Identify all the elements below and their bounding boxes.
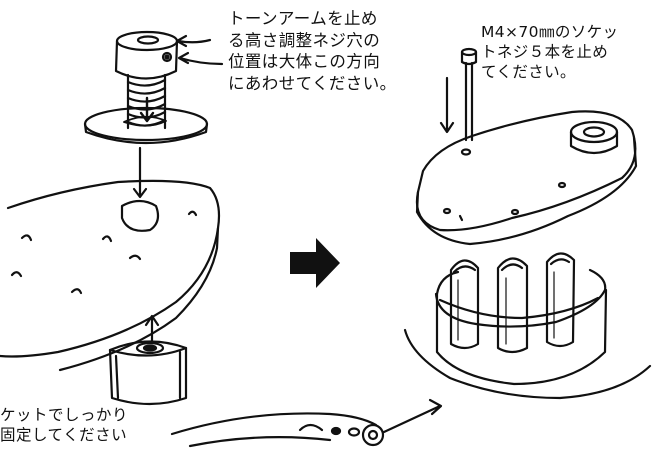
note-line: トネジ５本を止め (481, 43, 609, 61)
note-line: 固定してください (0, 426, 128, 444)
socket-screw-note: M4×70㎜のソケッ トネジ５本を止め てください。 (481, 22, 618, 82)
threaded-shaft (126, 73, 167, 130)
note-line: てください。 (481, 63, 576, 81)
up-arrow (144, 314, 160, 345)
note-line: る高さ調整ネジ穴の (228, 30, 381, 50)
note-line: トーンアームを止め (228, 9, 378, 28)
height-adjust-collar (114, 30, 179, 80)
note-line: M4×70㎜のソケッ (481, 23, 619, 41)
right-arrow-icon (290, 238, 340, 288)
nut-fix-note: ケットでしっかり 固定してください (0, 405, 128, 445)
base-plate-right (403, 268, 652, 400)
socket-screw (439, 47, 478, 142)
down-arrow (132, 146, 148, 199)
tonearm-screw-note: トーンアームを止め る高さ調整ネジ穴の 位置は大体この方向 にあわせてください。 (228, 8, 397, 94)
tonearm-sketch (170, 398, 443, 448)
base-plate-left (0, 179, 221, 372)
nut-block (108, 340, 188, 406)
note-line: 位置は大体この方向 (228, 52, 381, 71)
top-plate-right (415, 110, 638, 246)
note-line: ケットでしっかり (0, 406, 129, 424)
note-line: にあわせてください。 (228, 73, 397, 93)
spacer-posts (449, 252, 576, 354)
leader-arrows (175, 34, 224, 66)
washer-plate (83, 106, 209, 145)
